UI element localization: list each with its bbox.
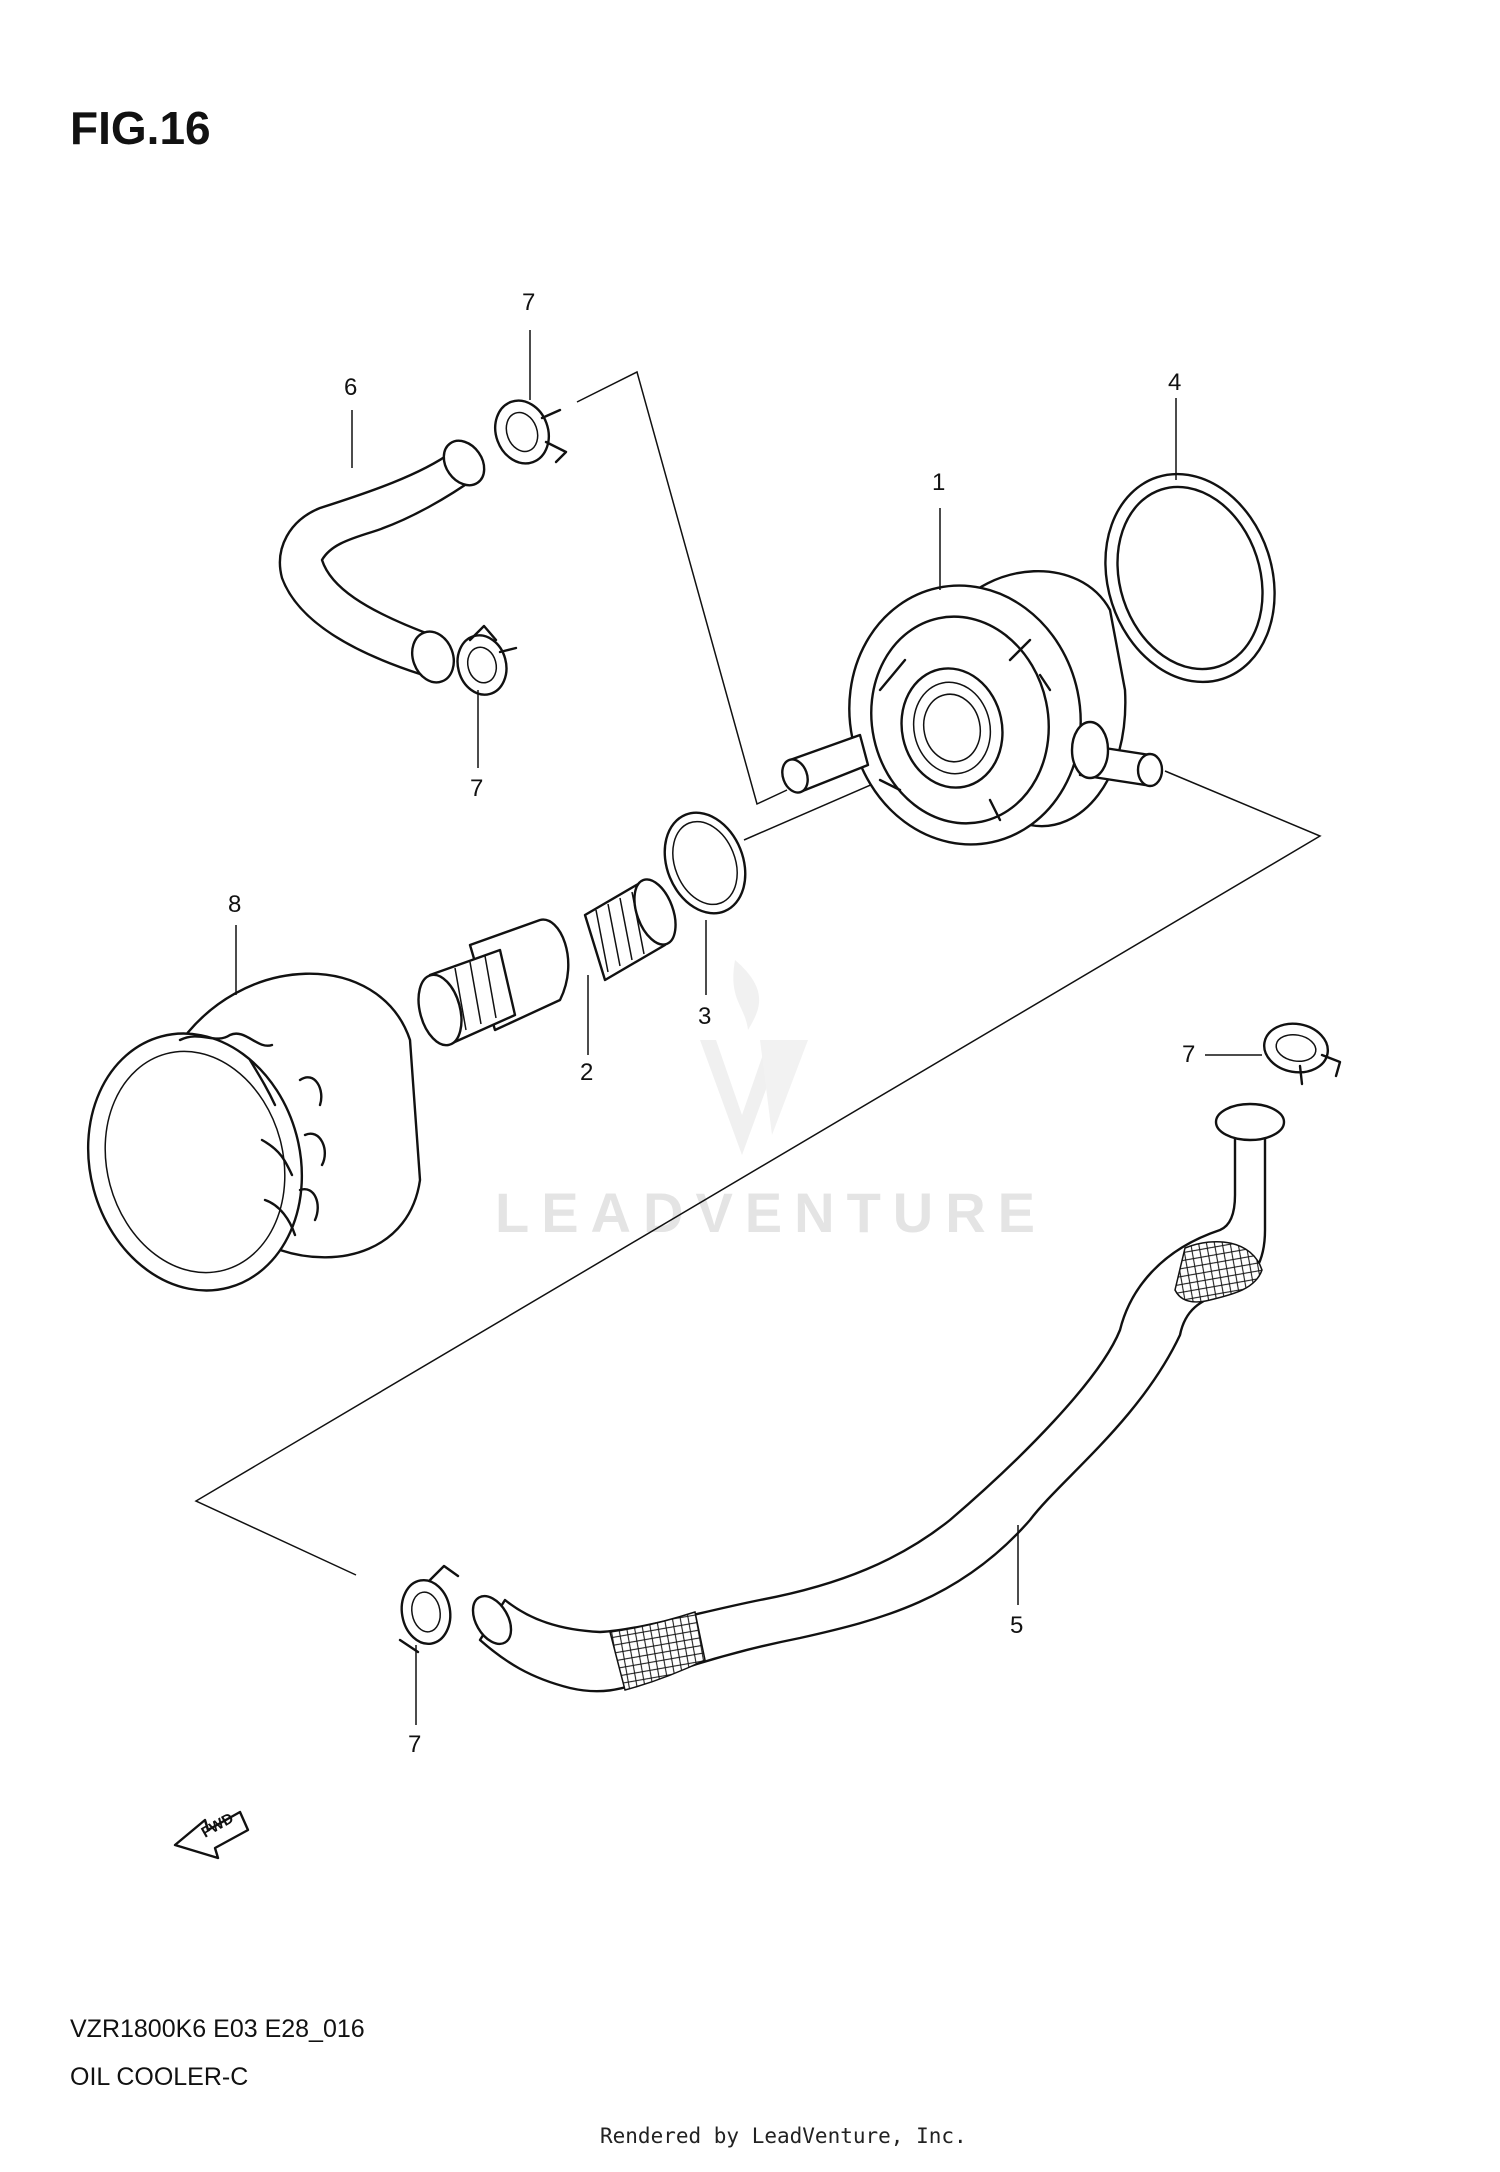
callout-7-bottom: 7 bbox=[408, 1731, 421, 1758]
connection-lines bbox=[194, 370, 1322, 1576]
watermark-logo bbox=[700, 960, 808, 1155]
callout-7-top: 7 bbox=[522, 289, 535, 316]
callout-5: 5 bbox=[1010, 1612, 1023, 1639]
callout-7-middle: 7 bbox=[470, 775, 483, 802]
hose-clamp-right bbox=[1263, 1022, 1342, 1086]
hose-part-5 bbox=[471, 1102, 1286, 1693]
watermark-text: LEADVENTURE bbox=[495, 1181, 1047, 1244]
hose-clamp-top bbox=[494, 399, 568, 465]
hose-part-6 bbox=[278, 439, 486, 684]
o-ring-part-3 bbox=[663, 811, 747, 915]
hose-clamp-bottom bbox=[398, 1564, 460, 1654]
callout-8: 8 bbox=[228, 891, 241, 918]
callout-1: 1 bbox=[932, 469, 945, 496]
figure-title: FIG.16 bbox=[70, 102, 211, 154]
callout-2: 2 bbox=[580, 1059, 593, 1086]
rendered-by-credit: Rendered by LeadVenture, Inc. bbox=[600, 2124, 967, 2148]
callout-6: 6 bbox=[344, 374, 357, 401]
callout-leaders bbox=[235, 330, 1262, 1725]
hose-clamp-middle bbox=[456, 624, 518, 696]
callout-3: 3 bbox=[698, 1003, 711, 1030]
o-ring-part-4 bbox=[1104, 472, 1276, 684]
oil-cooler-part-1 bbox=[781, 569, 1164, 846]
oil-filter-part-8 bbox=[86, 972, 422, 1292]
union-bolt-part-2 bbox=[417, 878, 677, 1047]
forward-arrow-icon: FWD bbox=[173, 1810, 250, 1860]
footer-figure-name: OIL COOLER-C bbox=[70, 2063, 248, 2091]
footer-model-code: VZR1800K6 E03 E28_016 bbox=[70, 2015, 365, 2043]
callout-4: 4 bbox=[1168, 369, 1181, 396]
callout-7-right: 7 bbox=[1182, 1041, 1195, 1068]
